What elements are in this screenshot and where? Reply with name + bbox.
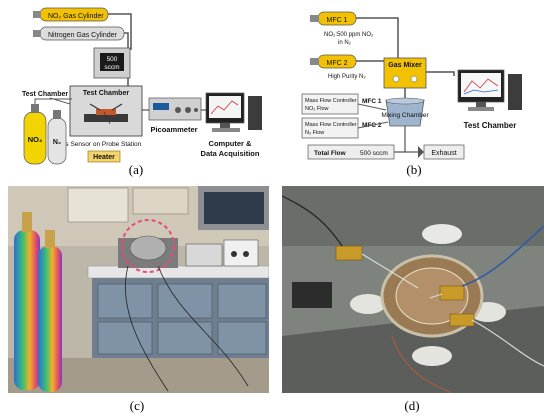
panel-a-diagram: NO₂ Gas Cylinder Nitrogen Gas Cylinder 5… [0, 0, 272, 178]
flow-display-unit: sccm [104, 64, 119, 71]
computer-label-line1: Computer & [209, 139, 253, 148]
panel-a-svg: NO₂ Gas Cylinder Nitrogen Gas Cylinder 5… [22, 7, 262, 165]
computer-icon [205, 92, 262, 132]
panel-d-caption: (d) [404, 398, 420, 413]
gas-sensor-chip [96, 109, 116, 115]
mfc-controller1-tag: MFC 1 [362, 98, 382, 105]
probe-station-closeup-photo [282, 186, 544, 393]
nitrogen-cylinder-label: Nitrogen Gas Cylinder [48, 32, 118, 39]
no2-cylinder-label: NO₂ Gas Cylinder [48, 13, 104, 20]
gas-cylinder-1 [14, 230, 40, 390]
panel-c-photo [8, 186, 269, 393]
no2-cylinder-large-icon [23, 104, 47, 165]
mfc-controller2-line1: Mass Flow Controller [305, 122, 357, 128]
panel-d-photo [282, 186, 544, 393]
highlight-ring [121, 219, 175, 273]
mfc-controller2-line2: N₂ Flow [305, 130, 324, 136]
test-chamber-label: Test Chamber [464, 121, 517, 130]
test-chamber-computer-icon [457, 69, 522, 111]
total-flow-value: 500 sccm [360, 150, 388, 157]
gas-cylinder-2 [38, 246, 62, 392]
mfc-controller1-line1: Mass Flow Controller [305, 98, 357, 104]
total-flow-label: Total Flow [314, 150, 347, 157]
gas-mixer-label: Gas Mixer [388, 62, 422, 69]
cylinder-n2-label: N₂ [53, 139, 61, 146]
flow-display [100, 53, 124, 71]
panel-c-caption: (c) [129, 398, 145, 413]
n2-cylinder-icon [47, 110, 67, 165]
mfc2-tag: MFC 2 [327, 60, 348, 67]
computer-label-line2: Data Acquisition [201, 149, 260, 158]
exhaust-box [423, 144, 465, 160]
heater-label: Heater [93, 154, 115, 161]
mixing-chamber-label: Mixing Chamber [381, 112, 429, 119]
no2-mix-line1: NO₂:500 ppm NO₂ [324, 32, 374, 38]
flow-display-value: 500 [107, 56, 118, 63]
test-chamber-box-label: Test Chamber [83, 90, 129, 97]
probe-station [84, 114, 128, 122]
test-chamber-left-label: Test Chamber [22, 91, 68, 98]
lab-setup-photo [8, 186, 269, 393]
picoammeter-label: Picoammeter [150, 125, 197, 134]
high-purity-label: High Purity N₂ [328, 74, 366, 80]
gas-sensor-label: Gas Sensor on Probe Station [57, 141, 142, 148]
panel-b-caption: (b) [406, 162, 422, 177]
cylinder-no2-label: NO₂ [28, 135, 43, 144]
panel-b-diagram: MFC 1 NO₂:500 ppm NO₂ in N₂ MFC 2 High P… [278, 0, 550, 178]
exhaust-label: Exhaust [431, 150, 456, 157]
gas-mixer-box [383, 57, 427, 89]
panel-a-caption: (a) [128, 162, 144, 177]
panel-b-svg: MFC 1 NO₂:500 ppm NO₂ in N₂ MFC 2 High P… [301, 11, 522, 160]
mfc1-tag: MFC 1 [327, 17, 348, 24]
no2-mix-line2: in N₂ [338, 40, 352, 46]
mfc-controller1-line2: NO₂ Flow [305, 106, 329, 112]
mfc1-cylinder-icon [310, 11, 357, 26]
heater-box [87, 150, 121, 163]
